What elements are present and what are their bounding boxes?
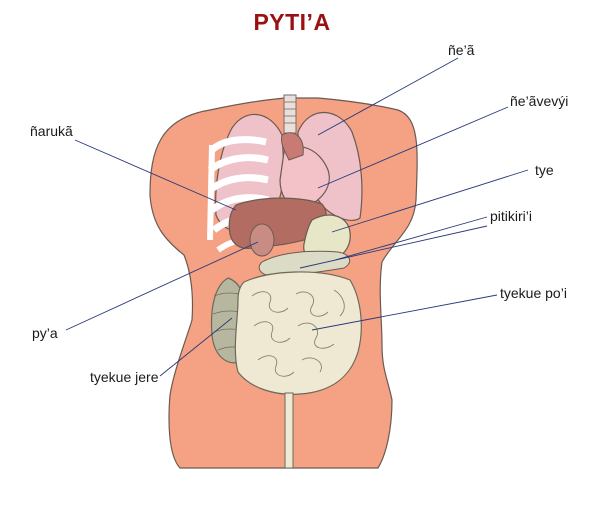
label-small-intestine: tyekue po’i bbox=[500, 285, 567, 301]
label-heart: ñe’ãvevýi bbox=[510, 93, 568, 109]
gallbladder bbox=[249, 223, 275, 257]
trachea bbox=[283, 94, 297, 134]
label-gallbladder: py’a bbox=[32, 325, 58, 341]
heart bbox=[279, 146, 330, 209]
label-large-intestine: tyekue jere bbox=[90, 369, 159, 385]
label-pancreas: pitikiri’i bbox=[490, 208, 532, 224]
leader-lines bbox=[65, 57, 529, 377]
label-lungs: ñe’ã bbox=[448, 42, 475, 58]
small-intestine bbox=[234, 271, 362, 395]
heart-vessel bbox=[281, 132, 304, 161]
pancreas bbox=[258, 250, 351, 277]
label-stomach: tye bbox=[535, 162, 554, 178]
rectum bbox=[284, 392, 294, 469]
label-liver: ñarukã bbox=[30, 123, 73, 139]
diagram-title: PYTI’A bbox=[253, 9, 330, 35]
